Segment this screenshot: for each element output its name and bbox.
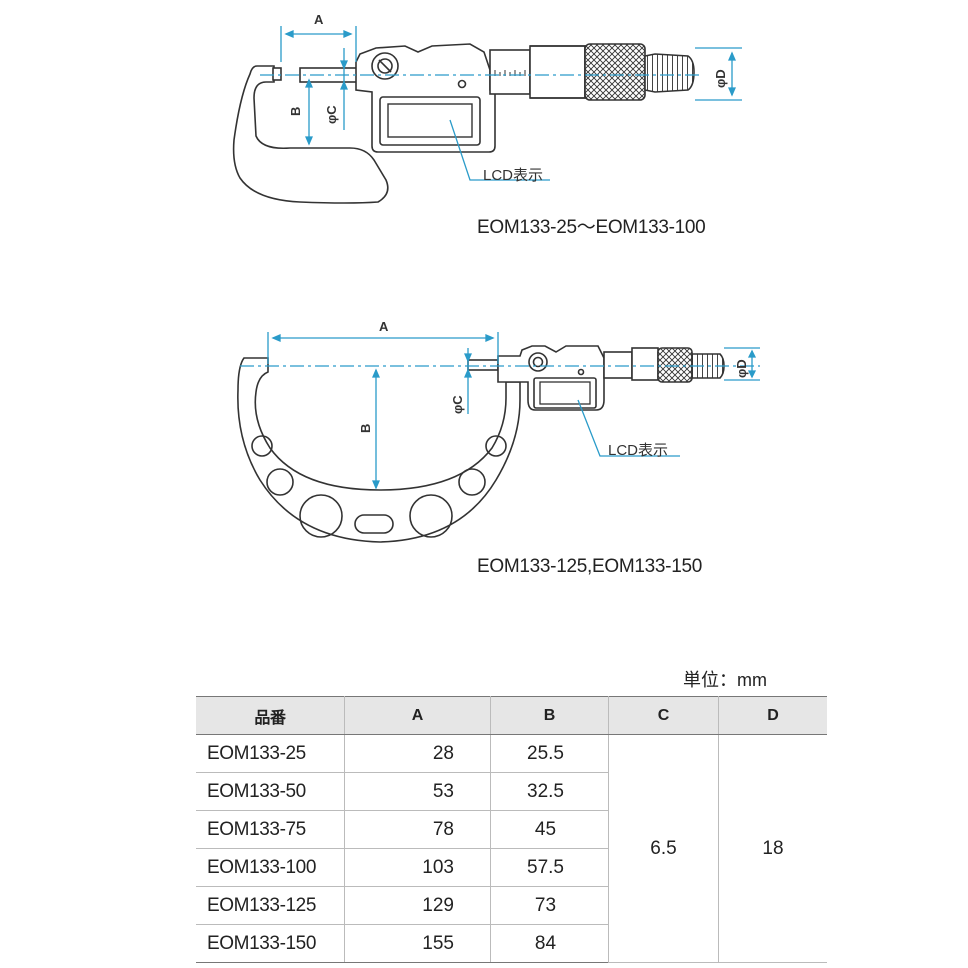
dimension-lines-fig1 xyxy=(260,26,742,181)
fig1-caption: EOM133-25～EOM133-100 xyxy=(477,217,706,238)
fig2-lcd-label: LCD表示 xyxy=(608,442,668,459)
cell-part: EOM133-75 xyxy=(196,810,345,849)
fig2-label-d: φD xyxy=(734,359,749,378)
cell-part: EOM133-125 xyxy=(196,886,345,925)
cell-b: 32.5 xyxy=(490,772,609,811)
fig2-label-a: A xyxy=(379,319,389,334)
cell-a: 129 xyxy=(344,886,491,925)
cell-part: EOM133-100 xyxy=(196,848,345,887)
cell-b: 57.5 xyxy=(490,848,609,887)
header-a: A xyxy=(344,696,491,735)
fig1-label-c: φC xyxy=(324,105,339,124)
fig2-label-b: B xyxy=(358,424,373,433)
table-row: EOM133-125 129 73 xyxy=(196,886,827,925)
fig2-label-c: φC xyxy=(450,395,465,414)
table-row: EOM133-25 28 25.5 6.5 18 xyxy=(196,734,827,963)
header-part: 品番 xyxy=(196,696,345,735)
table-row: EOM133-50 53 32.5 xyxy=(196,772,827,811)
header-d: D xyxy=(718,696,827,735)
fig1-label-d: φD xyxy=(713,69,728,88)
fig1-label-a: A xyxy=(314,12,324,27)
micrometer-small-drawing xyxy=(232,43,695,204)
cell-b: 25.5 xyxy=(490,734,609,773)
table-row: EOM133-150 155 84 xyxy=(196,924,827,963)
fig2-caption: EOM133-125,EOM133-150 xyxy=(477,556,702,577)
unit-label: 単位：mm xyxy=(683,670,767,690)
cell-a: 78 xyxy=(344,810,491,849)
dimension-lines-fig2 xyxy=(240,332,760,490)
cell-b: 84 xyxy=(490,924,609,963)
cell-part: EOM133-50 xyxy=(196,772,345,811)
cell-a: 28 xyxy=(344,734,491,773)
micrometer-large-drawing xyxy=(237,345,725,543)
cell-c: 6.5 xyxy=(608,734,719,963)
fig1-label-b: B xyxy=(288,107,303,116)
cell-b: 73 xyxy=(490,886,609,925)
cell-d: 18 xyxy=(718,734,827,963)
table-row: EOM133-100 103 57.5 xyxy=(196,848,827,887)
spec-table: 品番 A B C D EOM133-25 28 25.5 6.5 18 EOM1… xyxy=(196,696,827,963)
header-b: B xyxy=(490,696,609,735)
table-header-row: 品番 A B C D xyxy=(196,696,827,735)
cell-part: EOM133-150 xyxy=(196,924,345,963)
header-c: C xyxy=(608,696,719,735)
cell-a: 53 xyxy=(344,772,491,811)
table-row: EOM133-75 78 45 xyxy=(196,810,827,849)
fig1-lcd-label: LCD表示 xyxy=(483,167,543,184)
cell-a: 155 xyxy=(344,924,491,963)
cell-part: EOM133-25 xyxy=(196,734,345,773)
cell-a: 103 xyxy=(344,848,491,887)
cell-b: 45 xyxy=(490,810,609,849)
